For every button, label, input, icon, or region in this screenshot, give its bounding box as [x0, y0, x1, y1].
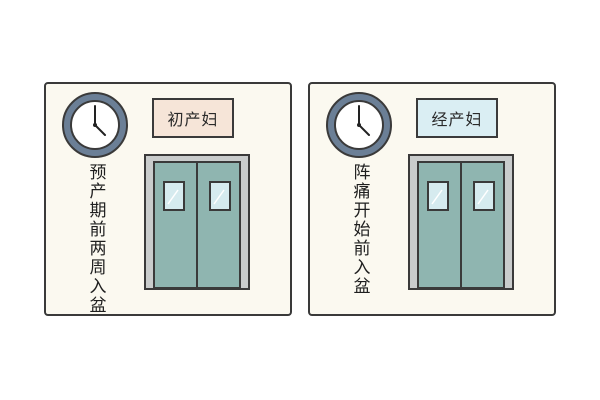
sign-label: 经产妇 — [416, 98, 498, 138]
clock-icon — [62, 92, 128, 158]
panel-first-time-mother: 初产妇 预产期前两周入盆 — [44, 82, 292, 316]
sign-label: 初产妇 — [152, 98, 234, 138]
sign-text: 经产妇 — [431, 110, 483, 129]
panel-experienced-mother: 经产妇 阵痛开始前入盆 — [308, 82, 556, 316]
door-icon — [408, 154, 514, 290]
sign-text: 初产妇 — [167, 110, 219, 129]
door-icon — [144, 154, 250, 290]
vertical-caption: 预产期前两周入盆 — [89, 163, 107, 316]
vertical-caption: 阵痛开始前入盆 — [353, 163, 371, 297]
clock-icon — [326, 92, 392, 158]
